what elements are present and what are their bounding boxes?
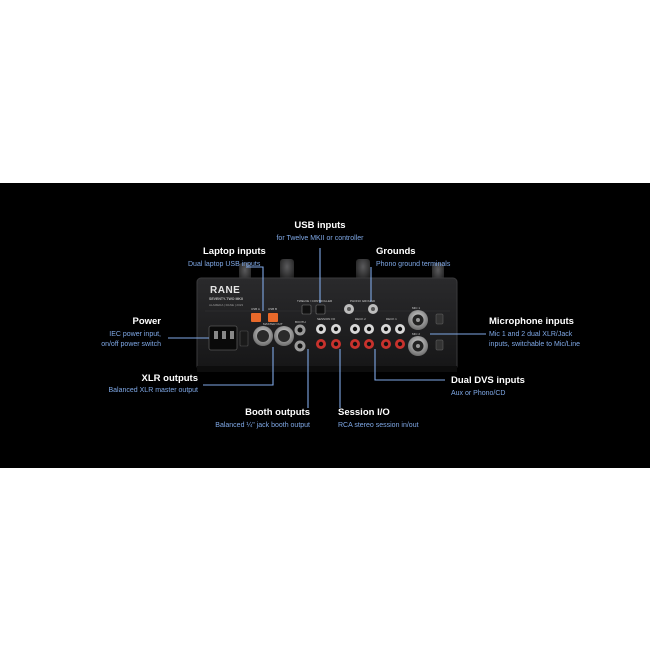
callout-power-title: Power: [132, 316, 161, 327]
label-session: SESSION I/O: [317, 317, 336, 321]
label-mic-2: MIC 2: [412, 332, 421, 336]
label-master-out: MASTER OUT: [263, 322, 283, 326]
label-deck-1: DECK 1: [386, 317, 397, 321]
product-panel: RANE SEVENTY-TWO MKII ALAMEDA | RANE | 2…: [0, 183, 650, 468]
power-switch: [239, 330, 249, 347]
label-booth: BOOTH: [295, 320, 306, 324]
device-logo: RANE: [210, 285, 241, 296]
device-serial: ALAMEDA | RANE | 2023: [209, 303, 244, 307]
label-ground: PHONO GROUND: [350, 299, 376, 303]
session-rca: [316, 324, 341, 349]
callout-grounds-title: Grounds: [376, 246, 416, 257]
callout-power-desc-1: IEC power input,: [109, 331, 161, 338]
callout-laptop-desc: Dual laptop USB inputs: [188, 261, 261, 268]
callout-laptop-title: Laptop inputs: [203, 246, 266, 257]
callout-dvs-title: Dual DVS inputs: [451, 375, 525, 386]
label-twelve: TWELVE / CONTROLLER: [297, 299, 333, 303]
callout-mic-desc-2: inputs, switchable to Mic/Line: [489, 341, 581, 348]
label-mic-1: MIC 1: [412, 306, 421, 310]
callout-usb-desc: for Twelve MKII or controller: [276, 235, 364, 242]
callout-booth-desc: Balanced ¼" jack booth output: [215, 422, 310, 429]
callout-booth-title: Booth outputs: [245, 407, 310, 418]
callout-session-desc: RCA stereo session in/out: [338, 422, 419, 429]
device-model: SEVENTY-TWO MKII: [209, 297, 243, 301]
callout-lines: [168, 248, 486, 408]
usb-a-port: [251, 313, 261, 322]
mixer-rear-panel-image: [168, 248, 486, 408]
callout-xlr-desc: Balanced XLR master output: [108, 387, 199, 394]
callout-dvs-desc: Aux or Phono/CD: [451, 390, 506, 397]
callout-mic-desc-1: Mic 1 and 2 dual XLR/Jack: [489, 331, 573, 338]
label-deck-2: DECK 2: [355, 317, 366, 321]
label-usb-a: USB A: [251, 307, 260, 311]
deck-rca: [350, 324, 405, 349]
callout-usb-title: USB inputs: [294, 220, 346, 231]
callout-grounds-desc: Phono ground terminals: [376, 261, 451, 268]
callout-xlr-title: XLR outputs: [141, 373, 198, 384]
usb-b-port: [268, 313, 278, 322]
callout-session-title: Session I/O: [338, 407, 390, 418]
label-usb-b: USB B: [268, 307, 278, 311]
callout-power-desc-2: on/off power switch: [101, 341, 161, 348]
callout-mic-title: Microphone inputs: [489, 316, 574, 327]
